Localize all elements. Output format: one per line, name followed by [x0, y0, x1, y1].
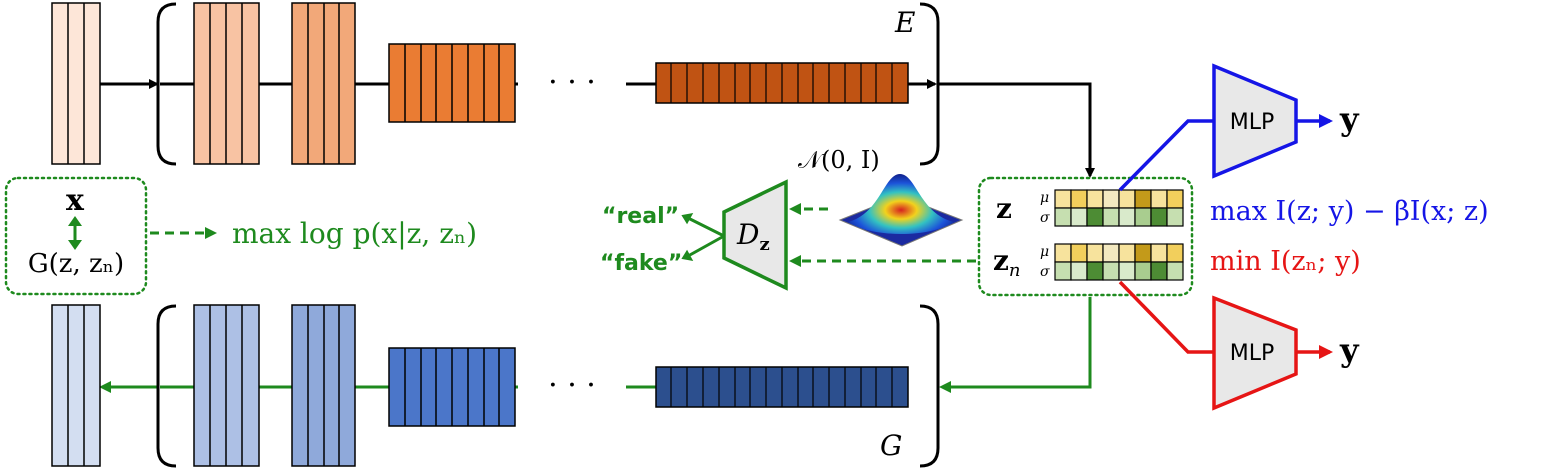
- z-mu-cell: [1054, 189, 1072, 209]
- mlp-top-shape: [1212, 63, 1298, 179]
- fake-label: “fake”: [600, 251, 682, 276]
- prior-label: 𝒩(0, I): [798, 146, 880, 174]
- z-sigma-cell: [1134, 207, 1152, 227]
- zn-mu-vector: [1054, 243, 1184, 263]
- encoder: · · · E: [51, 2, 940, 166]
- generator-bracket-left: [156, 304, 177, 468]
- encoder-to-latent-arrow: [938, 82, 1095, 178]
- zn-label: zn: [993, 244, 1021, 281]
- zn-sigma-cell: [1134, 261, 1152, 281]
- z-sigma-label: σ: [1040, 210, 1050, 226]
- encoder-label: E: [894, 6, 915, 39]
- zn-mu-cell: [1102, 243, 1120, 263]
- discriminator: Dz “real” “fake”: [600, 179, 788, 291]
- discriminator-output-lines: [687, 216, 725, 258]
- mlp-bottom-shape: [1212, 295, 1298, 411]
- zn-mu-cell: [1086, 243, 1104, 263]
- discriminator-label: Dz: [736, 218, 770, 255]
- z-sigma-cell: [1054, 207, 1072, 227]
- latent-to-mlp-top-line: [1118, 119, 1214, 192]
- zn-mu-cell: [1166, 243, 1184, 263]
- generator-layer-3: [388, 347, 516, 427]
- z-label: z: [996, 192, 1012, 225]
- mlp-top-label: MLP: [1230, 110, 1275, 135]
- latent-to-generator-arrow: [939, 297, 1092, 393]
- mlp-bottom-head: MLP y: [1118, 280, 1360, 411]
- min-objective: min I(zₙ; y): [1210, 246, 1361, 277]
- zn-subscript: n: [1009, 260, 1021, 281]
- reconstruction-objective: max log p(x|z, zₙ): [232, 217, 477, 250]
- z-sigma-vector: [1054, 207, 1184, 227]
- encoder-layer-1: [193, 2, 260, 165]
- mlp-bottom-label: MLP: [1230, 341, 1275, 366]
- latent-box: z zn μ σ μ σ: [977, 176, 1194, 297]
- zn-sigma-cell: [1118, 261, 1136, 281]
- z-sigma-cell: [1150, 207, 1168, 227]
- mlp-top-head: MLP y: [1118, 63, 1360, 192]
- z-mu-cell: [1166, 189, 1184, 209]
- gaussian-surface-peak: [848, 174, 954, 234]
- generator-bottleneck: [655, 366, 909, 408]
- zn-sigma-cell: [1070, 261, 1088, 281]
- z-mu-vector: [1054, 189, 1184, 209]
- generated-x-label: G(z, zₙ): [28, 249, 124, 279]
- z-sigma-cell: [1166, 207, 1184, 227]
- y-bottom-label: y: [1339, 331, 1360, 369]
- y-top-label: y: [1339, 100, 1360, 138]
- z-mu-cell: [1118, 189, 1136, 209]
- x-label: x: [66, 183, 85, 218]
- zn-mu-cell: [1134, 243, 1152, 263]
- zn-mu-cell: [1054, 243, 1072, 263]
- z-mu-cell: [1086, 189, 1104, 209]
- zn-mu-cell: [1118, 243, 1136, 263]
- prior-distribution: 𝒩(0, I): [798, 146, 964, 247]
- max-objective: max I(z; y) − βI(x; z): [1210, 196, 1489, 227]
- z-sigma-cell: [1086, 207, 1104, 227]
- zn-mu-cell: [1070, 243, 1088, 263]
- zn-sigma-cell: [1102, 261, 1120, 281]
- z-mu-cell: [1134, 189, 1152, 209]
- generator-output-block: [51, 304, 101, 467]
- z-sigma-cell: [1070, 207, 1088, 227]
- real-label: “real”: [602, 204, 679, 229]
- discriminator-subscript: z: [759, 234, 769, 255]
- z-mu-cell: [1150, 189, 1168, 209]
- z-mu-cell: [1102, 189, 1120, 209]
- encoder-bottleneck: [655, 62, 909, 104]
- zn-sigma-cell: [1150, 261, 1168, 281]
- latent-to-mlp-bottom-line: [1118, 280, 1214, 354]
- zn-sigma-cell: [1166, 261, 1184, 281]
- z-mu-cell: [1070, 189, 1088, 209]
- reconstruction-box: x G(z, zₙ): [4, 176, 148, 296]
- z-sigma-cell: [1118, 207, 1136, 227]
- zn-sigma-vector: [1054, 261, 1184, 281]
- z-mu-label: μ: [1040, 190, 1049, 206]
- generator: · · · G: [51, 304, 940, 468]
- zn-sigma-cell: [1086, 261, 1104, 281]
- encoder-ellipsis: · · ·: [548, 65, 596, 100]
- generator-ellipsis: · · ·: [548, 368, 596, 403]
- zn-mu-label: μ: [1040, 244, 1049, 260]
- encoder-input-block: [51, 2, 101, 165]
- zn-sigma-cell: [1054, 261, 1072, 281]
- encoder-layer-3: [388, 43, 516, 123]
- encoder-bracket-left: [156, 2, 177, 166]
- generator-bracket-right: [919, 304, 940, 468]
- z-sigma-cell: [1102, 207, 1120, 227]
- generator-layer-2: [291, 304, 356, 467]
- zn-sigma-label: σ: [1040, 264, 1050, 280]
- generator-layer-1: [193, 304, 260, 467]
- encoder-layer-2: [291, 2, 356, 165]
- discriminator-shape: [722, 179, 788, 291]
- zn-mu-cell: [1150, 243, 1168, 263]
- generator-label: G: [880, 429, 902, 462]
- double-arrow-icon: [68, 216, 82, 250]
